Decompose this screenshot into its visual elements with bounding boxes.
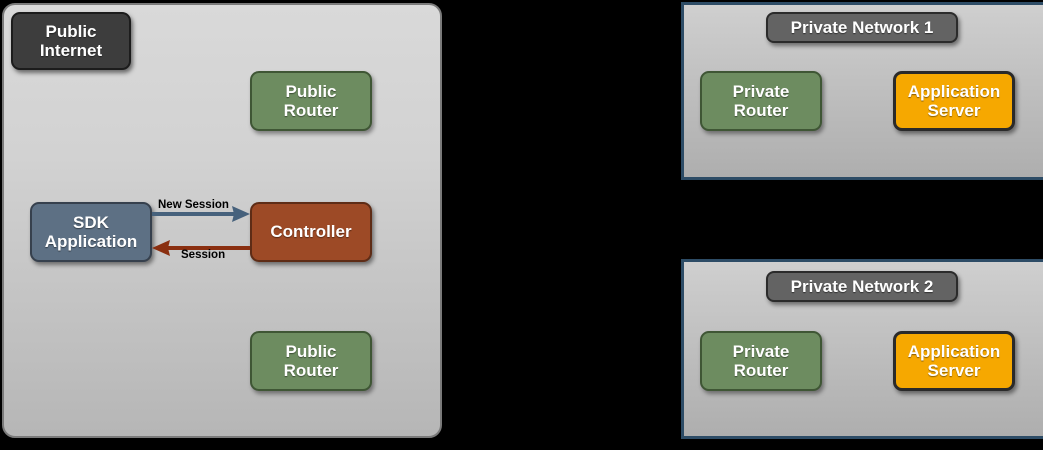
node-public-router-top[interactable]: Public Router — [250, 71, 372, 131]
node-private-router-2[interactable]: Private Router — [700, 331, 822, 391]
node-private-router-1-label: Private Router — [732, 81, 790, 120]
edge-label-new-session: New Session — [158, 199, 229, 211]
private-network-2-title-label: Private Network 2 — [790, 276, 934, 296]
node-private-router-1[interactable]: Private Router — [700, 71, 822, 131]
node-public-router-bottom-label: Public Router — [283, 341, 339, 380]
private-network-1-title-label: Private Network 1 — [790, 17, 934, 37]
node-private-router-2-label: Private Router — [732, 341, 790, 380]
node-public-internet-label: Public Internet — [39, 21, 103, 60]
private-network-1-title: Private Network 1 — [766, 12, 958, 43]
node-application-server-1[interactable]: Application Server — [893, 71, 1015, 131]
edge-label-session: Session — [181, 249, 226, 261]
node-application-server-1-label: Application Server — [907, 81, 1001, 120]
node-public-router-bottom[interactable]: Public Router — [250, 331, 372, 391]
node-controller-label: Controller — [270, 222, 352, 242]
node-public-router-top-label: Public Router — [283, 81, 339, 120]
node-application-server-2[interactable]: Application Server — [893, 331, 1015, 391]
node-controller[interactable]: Controller — [250, 202, 372, 262]
private-network-2-title: Private Network 2 — [766, 271, 958, 302]
node-application-server-2-label: Application Server — [907, 341, 1001, 380]
node-public-internet[interactable]: Public Internet — [11, 12, 131, 70]
node-sdk-application[interactable]: SDK Application — [30, 202, 152, 262]
node-sdk-application-label: SDK Application — [44, 212, 138, 251]
